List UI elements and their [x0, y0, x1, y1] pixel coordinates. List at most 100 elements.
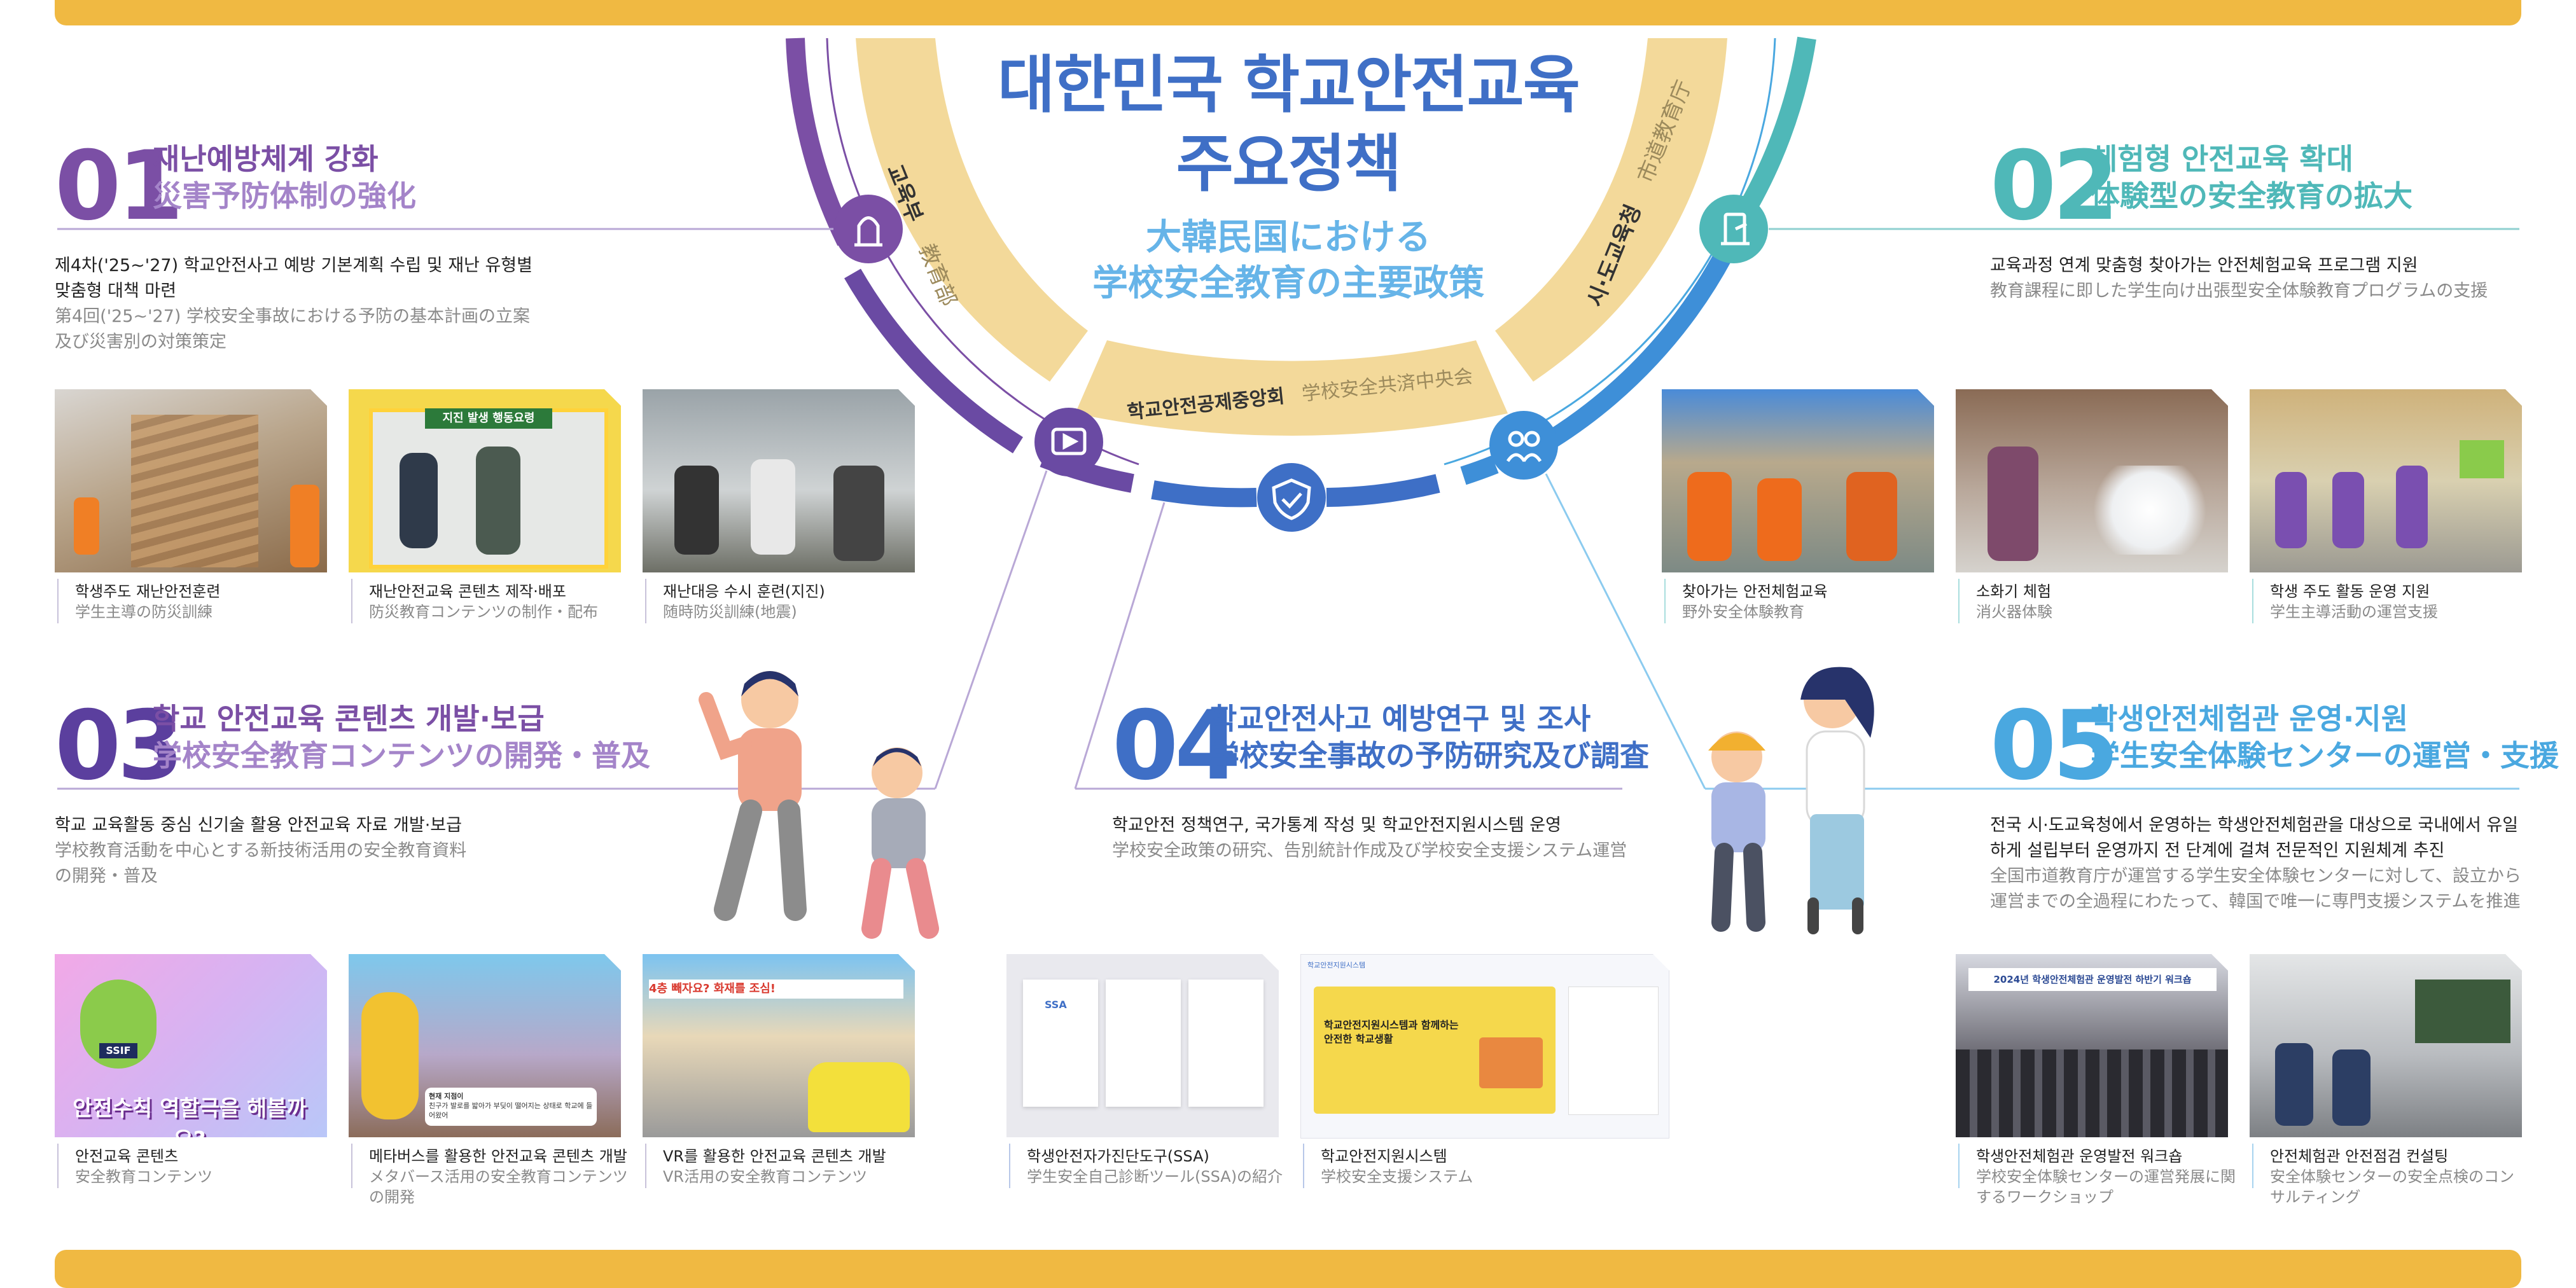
photo-student-activity: [2250, 389, 2522, 572]
caption-03-2-ja: メタバース活用の安全教育コンテンツの開発: [369, 1168, 628, 1206]
caption-03-3-ja: VR活用の安全教育コンテンツ: [663, 1168, 868, 1186]
photo-sign-text: 지진 발생 행동요령: [425, 408, 552, 429]
caption-05-2-ja: 安全体験センターの安全点検のコンサルティング: [2270, 1168, 2514, 1206]
page-title: 대한민국 학교안전교육 주요정책: [910, 46, 1667, 204]
photo-dialog: 현재 지점이 친구가 발로를 밟아가 부딪이 떨어지는 상태로 학교에 들어왔어: [425, 1088, 597, 1126]
section-03-desc-ja: 学校教育活動を中心とする新技術活用の安全教育資料の開発・普及: [55, 841, 467, 886]
section-01-description: 제4차('25~'27) 학교안전사고 예방 기본계획 수립 및 재난 유형별 …: [55, 253, 538, 355]
photo-consulting: [2250, 954, 2522, 1137]
caption-01-2: 재난안전교육 콘텐츠 제작·배포 防災教育コンテンツの制作・配布: [369, 581, 598, 622]
section-02-desc-ja: 教育課程に即した学生向け出張型安全体験教育プログラムの支援: [1990, 281, 2488, 301]
caption-02-3: 학생 주도 활동 운영 지원 学生主導活動の運営支援: [2270, 581, 2438, 622]
caption-04-1-ko: 학생안전자가진단도구(SSA): [1027, 1147, 1209, 1165]
caption-02-2: 소화기 체험 消火器体験: [1976, 581, 2052, 622]
photo-dialog-name: 현재 지점이: [429, 1092, 464, 1100]
caption-03-3: VR를 활용한 안전교육 콘텐츠 개발 VR活用の安全教育コンテンツ: [663, 1146, 886, 1187]
caption-05-1: 학생안전체험관 운영발전 워크숍 学校安全体験センターの運営発展に関するワークシ…: [1976, 1146, 2243, 1207]
caption-guide-line: [2252, 1144, 2253, 1188]
photo-extinguisher: [1956, 389, 2228, 572]
photo-vr-sign: 4층 빼자요? 화재를 조심!: [649, 980, 903, 999]
photo-dialog-text: 친구가 발로를 밟아가 부딪이 떨어지는 상태로 학교에 들어왔어: [429, 1102, 593, 1119]
section-01-desc-ko: 제4차('25~'27) 학교안전사고 예방 기본계획 수립 및 재난 유형별 …: [55, 256, 533, 301]
caption-05-1-ko: 학생안전체험관 운영발전 워크숍: [1976, 1147, 2183, 1165]
section-01-title: 재난예방체계 강화 災害予防体制の強化: [153, 141, 416, 214]
page-subtitle-line2: 学校安全教育の主要政策: [1092, 263, 1484, 304]
workshop-banner: 2024년 학생안전체험관 운영발전 하반기 워크숍: [1968, 968, 2217, 991]
caption-01-1-ko: 학생주도 재난안전훈련: [75, 583, 221, 600]
caption-guide-line: [351, 579, 352, 623]
caption-guide-line: [1009, 1144, 1010, 1188]
photo-disaster-content: 지진 발생 행동요령: [349, 389, 621, 572]
section-05-number: 05: [1990, 691, 2119, 801]
caption-guide-line: [645, 579, 646, 623]
caption-03-1-ja: 安全教育コンテンツ: [75, 1168, 212, 1186]
caption-guide-line: [645, 1144, 646, 1188]
section-03-title-ko: 학교 안전교육 콘텐츠 개발·보급: [153, 702, 545, 736]
photo-workshop: 2024년 학생안전체험관 운영발전 하반기 워크숍: [1956, 954, 2228, 1137]
caption-05-2-ko: 안전체험관 안전점검 컨설팅: [2270, 1147, 2449, 1165]
caption-01-3-ja: 随時防災訓練(地震): [663, 603, 797, 621]
section-01-title-ko: 재난예방체계 강화: [153, 142, 379, 176]
section-03-title: 학교 안전교육 콘텐츠 개발·보급 学校安全教育コンテンツの開発・普及: [153, 701, 650, 774]
photo-metaverse: 현재 지점이 친구가 발로를 밟아가 부딪이 떨어지는 상태로 학교에 들어왔어: [349, 954, 621, 1137]
page-title-line2: 주요정책: [1176, 128, 1402, 200]
photo-student-drill: [55, 389, 327, 572]
page-subtitle: 大韓民国における 学校安全教育の主要政策: [942, 215, 1635, 307]
section-05-title-ja: 学生安全体験センターの運営・支援: [2091, 738, 2559, 773]
illustration-teacher-child: [1708, 667, 1874, 934]
section-02-title-ko: 체험형 안전교육 확대: [2091, 142, 2353, 176]
caption-guide-line: [351, 1144, 352, 1188]
section-04-title-ko: 학교안전사고 예방연구 및 조사: [1210, 702, 1591, 736]
section-05-desc-ja: 全国市道教育庁が運営する学生安全体験センターに対して、設立から運営までの全過程に…: [1990, 866, 2521, 911]
section-02-desc-ko: 교육과정 연계 맞춤형 찾아가는 안전체험교육 프로그램 지원: [1990, 256, 2418, 275]
section-04-desc-ja: 学校安全政策の研究、告別統計作成及び学校安全支援システム運営: [1112, 841, 1627, 861]
section-03-title-ja: 学校安全教育コンテンツの開発・普及: [153, 738, 650, 773]
caption-03-3-ko: VR를 활용한 안전교육 콘텐츠 개발: [663, 1147, 886, 1165]
caption-04-1-ja: 学生安全自己診断ツール(SSA)の紹介: [1027, 1168, 1283, 1186]
section-05-title: 학생안전체험관 운영·지원 学生安全体験センターの運営・支援: [2091, 701, 2559, 774]
caption-01-2-ja: 防災教育コンテンツの制作・配布: [369, 603, 598, 621]
page-subtitle-line1: 大韓民国における: [1146, 217, 1431, 258]
top-accent-bar: [55, 0, 2521, 25]
caption-01-1-ja: 学生主導の防災訓練: [75, 603, 212, 621]
photo-badge-text: SSIF: [99, 1043, 137, 1058]
caption-02-1: 찾아가는 안전체험교육 野外安全体験教育: [1682, 581, 1827, 622]
caption-guide-line: [57, 579, 59, 623]
caption-01-1: 학생주도 재난안전훈련 学生主導の防災訓練: [75, 581, 220, 622]
doc-label: SSA: [1045, 999, 1067, 1011]
caption-03-2-ko: 메타버스를 활용한 안전교육 콘텐츠 개발: [369, 1147, 627, 1165]
section-02-title-ja: 体験型の安全教育の拡大: [2091, 178, 2412, 213]
photo-support-system: 학교안전지원시스템 학교안전지원시스템과 함께하는 안전한 학교생활: [1300, 954, 1669, 1139]
section-05-description: 전국 시·도교육청에서 운영하는 학생안전체험관을 대상으로 국내에서 유일하게…: [1990, 813, 2528, 915]
caption-04-2: 학교안전지원시스템 学校安全支援システム: [1321, 1146, 1473, 1187]
caption-guide-line: [1303, 1144, 1304, 1188]
caption-01-2-ko: 재난안전교육 콘텐츠 제작·배포: [369, 583, 566, 600]
section-04-desc-ko: 학교안전 정책연구, 국가통계 작성 및 학교안전지원시스템 운영: [1112, 815, 1561, 835]
caption-guide-line: [1958, 579, 1960, 623]
caption-01-3-ko: 재난대응 수시 훈련(지진): [663, 583, 825, 600]
caption-03-1: 안전교육 콘텐츠 安全教育コンテンツ: [75, 1146, 212, 1187]
section-01-title-ja: 災害予防体制の強化: [153, 178, 416, 213]
photo-ssa-documents: SSA: [1006, 954, 1279, 1137]
illustration-children: [699, 671, 939, 939]
photo-banner-text: 안전수칙 역할극을 해볼까요?: [73, 1096, 307, 1121]
caption-04-1: 학생안전자가진단도구(SSA) 学生安全自己診断ツール(SSA)の紹介: [1027, 1146, 1283, 1187]
caption-02-2-ko: 소화기 체험: [1976, 583, 2052, 600]
section-02-number: 02: [1990, 131, 2119, 242]
caption-guide-line: [57, 1144, 59, 1188]
caption-03-2: 메타버스를 활용한 안전교육 콘텐츠 개발 メタバース活用の安全教育コンテンツの…: [369, 1146, 636, 1207]
page-title-line1: 대한민국 학교안전교육: [998, 49, 1580, 121]
caption-02-3-ja: 学生主導活動の運営支援: [2270, 603, 2438, 621]
caption-03-1-ko: 안전교육 콘텐츠: [75, 1147, 179, 1165]
caption-guide-line: [1664, 579, 1666, 623]
photo-earthquake-drill: [643, 389, 915, 572]
section-03-number: 03: [55, 691, 184, 801]
caption-04-2-ja: 学校安全支援システム: [1321, 1168, 1473, 1186]
caption-02-3-ko: 학생 주도 활동 운영 지원: [2270, 583, 2430, 600]
section-04-number: 04: [1112, 691, 1241, 801]
central-arc-graphic: [786, 36, 1816, 532]
section-02-description: 교육과정 연계 맞춤형 찾아가는 안전체험교육 프로그램 지원 教育課程に即した…: [1990, 253, 2524, 304]
section-01-desc-ja: 第4回('25~'27) 学校安全事故における予防の基本計画の立案及び災害別の対…: [55, 307, 531, 352]
caption-05-1-ja: 学校安全体験センターの運営発展に関するワークショップ: [1976, 1168, 2236, 1206]
caption-02-2-ja: 消火器体験: [1976, 603, 2052, 621]
